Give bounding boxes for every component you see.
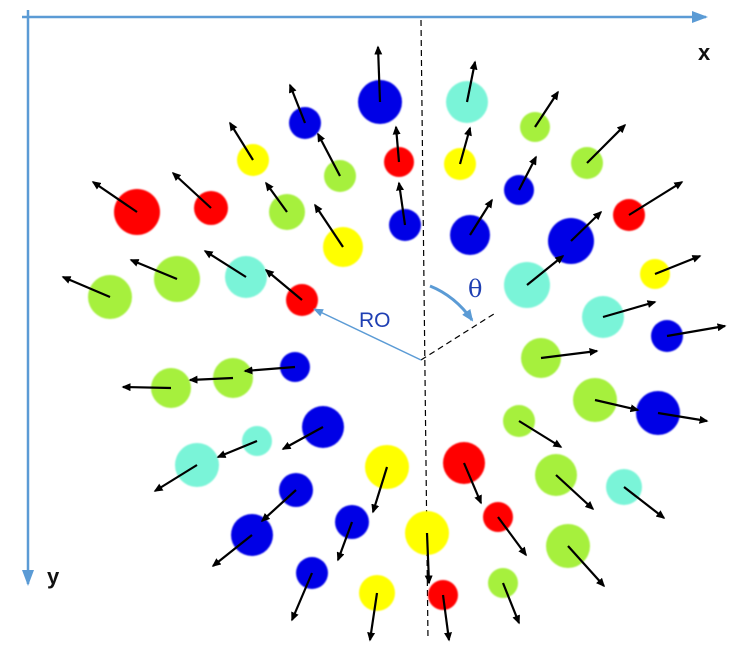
velocity-arrow [129,258,178,281]
velocity-arrow [586,123,627,164]
velocity-arrow [623,486,666,519]
theta-arc [429,284,474,322]
velocity-arrow [602,300,657,319]
x-axis-label: x [698,40,711,65]
r0-label: RO [359,309,391,332]
velocity-arrow [628,181,684,216]
velocity-arrow [288,83,307,124]
reference-lines [420,19,498,641]
velocity-arrow [424,532,433,585]
velocity-arrow [336,521,354,562]
velocity-arrow [654,254,702,276]
velocity-arrow [243,365,296,375]
velocity-arrow [465,60,478,103]
particles [88,80,683,611]
velocity-arrow [501,582,521,625]
velocity-arrow [534,90,559,128]
theta-label: θ [468,275,482,303]
velocity-arrow [594,398,640,413]
radius-line [313,308,422,361]
vertical-dashed-line [420,19,429,641]
velocity-arrow [657,411,709,424]
velocity-arrow [367,592,379,642]
velocity-arrow [229,121,254,161]
velocity-arrow [555,474,595,511]
velocity-arrow [281,426,324,450]
velocity-arrow [91,181,138,213]
velocity-arrow [518,420,563,448]
velocity-arrow [540,347,599,360]
annotations: RO θ [313,275,482,361]
velocity-arrow [153,464,198,492]
velocity-arrow [121,383,172,392]
velocity-arrow [265,181,288,213]
velocity-arrow [666,323,727,338]
velocity-arrow [396,181,407,226]
velocity-arrow [526,255,565,286]
velocity-arrow [290,572,314,622]
velocity-arrow [469,198,493,236]
angle-dashed-line [420,311,498,361]
axes: x y [22,10,711,589]
velocity-arrow [171,171,212,209]
velocity-vectors [61,45,727,642]
velocity-arrow [317,132,341,177]
velocity-arrow [216,439,258,459]
velocity-arrow [314,203,344,248]
velocity-arrow [264,269,303,301]
velocity-arrow [260,489,297,523]
y-axis-label: y [47,564,60,589]
velocity-arrow [462,462,483,505]
velocity-arrow [567,545,606,588]
velocity-arrow [392,125,401,163]
velocity-arrow [518,155,537,191]
velocity-arrow [61,275,111,299]
velocity-arrow [570,210,603,242]
velocity-arrow [371,466,389,514]
velocity-arrow [497,516,527,557]
velocity-arrow [374,45,383,103]
velocity-arrow [203,250,247,278]
velocity-arrow [211,534,253,567]
velocity-arrow [441,594,452,642]
velocity-arrow [458,126,472,165]
velocity-arrow [188,375,234,384]
